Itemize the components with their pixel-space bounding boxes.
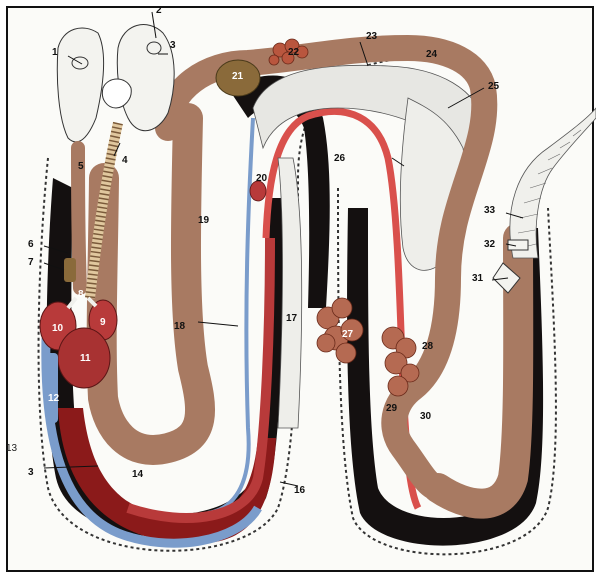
- label-1: 1: [52, 48, 58, 58]
- label-9: 9: [100, 318, 106, 328]
- label-3b: 3: [28, 468, 34, 478]
- label-18: 18: [174, 322, 185, 332]
- label-19: 19: [198, 216, 209, 226]
- label-2: 2: [156, 6, 162, 16]
- label-17: 17: [286, 314, 297, 324]
- label-29: 29: [386, 404, 397, 414]
- thymus-gland: [64, 258, 76, 282]
- label-20: 20: [256, 174, 267, 184]
- label-22: 22: [288, 48, 299, 58]
- diagram-frame: 1 2 3 4 5 6 7 8 9 10 11 12 13 3 14 16 17…: [6, 6, 594, 572]
- skull-left: [57, 28, 103, 142]
- label-21: 21: [232, 72, 243, 82]
- label-8: 8: [78, 290, 84, 300]
- hepatic-vein: [208, 118, 253, 513]
- label-4: 4: [122, 156, 128, 166]
- label-31: 31: [472, 274, 483, 284]
- label-32: 32: [484, 240, 495, 250]
- label-30: 30: [420, 412, 431, 422]
- label-25: 25: [488, 82, 499, 92]
- spleen: [250, 181, 266, 201]
- precaval-vein: [46, 353, 58, 423]
- label-3: 3: [170, 41, 176, 51]
- skull-right: [117, 25, 174, 131]
- label-12: 12: [48, 394, 59, 404]
- label-11: 11: [80, 354, 91, 364]
- label-10: 10: [52, 324, 63, 334]
- label-14: 14: [132, 470, 143, 480]
- label-26: 26: [334, 154, 345, 164]
- label-16: 16: [294, 486, 305, 496]
- label-5: 5: [78, 162, 84, 172]
- label-13: 13: [6, 444, 17, 454]
- label-27: 27: [342, 330, 353, 340]
- tail: [510, 108, 596, 258]
- label-7: 7: [28, 258, 34, 268]
- label-33: 33: [484, 206, 495, 216]
- label-28: 28: [422, 342, 433, 352]
- body-muscle-left-column: [102, 118, 200, 450]
- label-6: 6: [28, 240, 34, 250]
- label-23: 23: [366, 32, 377, 42]
- label-24: 24: [426, 50, 437, 60]
